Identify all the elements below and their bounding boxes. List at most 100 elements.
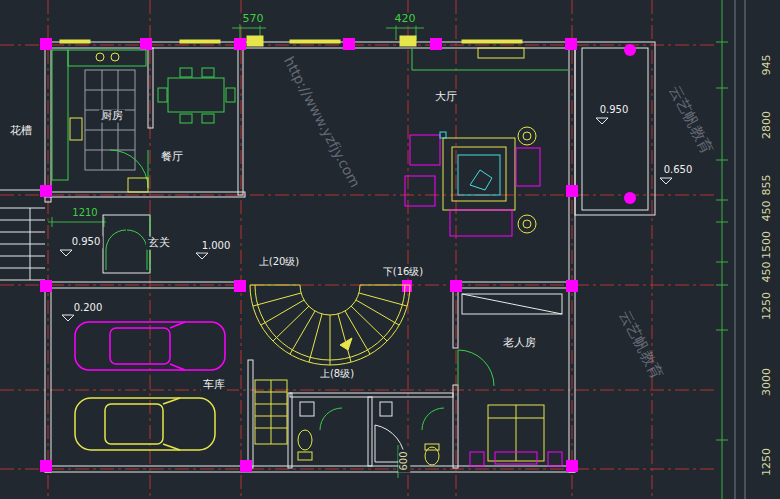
- walls-line: [0, 244, 45, 245]
- dimension-lines-line: [386, 28, 424, 29]
- stairs-line: [290, 311, 315, 354]
- windows-rect: [400, 36, 416, 46]
- dining-set-rect: [202, 68, 214, 77]
- dimension-lines-line: [716, 285, 728, 286]
- axis-lines-line: [0, 195, 715, 196]
- cars-rect: [75, 398, 215, 450]
- walls-line: [0, 208, 45, 209]
- level-markers-path: [660, 178, 672, 184]
- columns-rect: [140, 38, 152, 50]
- bedroom-furniture-rect: [488, 405, 544, 461]
- columns-circle: [624, 44, 636, 56]
- bathroom-fixtures-rect: [298, 452, 312, 460]
- walls-rect: [45, 466, 575, 472]
- walls-line: [0, 280, 45, 281]
- dimension-lines-line: [716, 42, 728, 43]
- living-furniture-rect: [405, 176, 435, 206]
- cars-rect: [110, 328, 170, 364]
- stair-note: 上(20级): [257, 256, 302, 268]
- entry-doors-line: [106, 250, 107, 270]
- columns-rect: [40, 38, 52, 50]
- columns-rect: [234, 38, 246, 50]
- stairs-line: [330, 315, 331, 365]
- stairs-rect: [255, 380, 287, 444]
- columns: [40, 38, 636, 472]
- columns-rect: [430, 38, 442, 50]
- dimension-lines-line: [716, 330, 728, 331]
- walls-rect: [248, 360, 253, 468]
- axis-lines: [0, 0, 715, 499]
- living-furniture-circle: [518, 127, 536, 145]
- living-furniture-rect: [452, 147, 506, 201]
- columns-rect: [566, 185, 578, 197]
- windows: [60, 36, 522, 46]
- dimension-text: 450: [761, 199, 774, 224]
- windows-rect: [180, 40, 220, 43]
- columns-rect: [240, 460, 252, 472]
- level-markers: [60, 118, 672, 321]
- bedroom-furniture-path: [458, 350, 494, 386]
- dining-set-rect: [180, 114, 192, 123]
- kitchen-fittings-circle: [96, 53, 104, 61]
- stairs-line: [356, 300, 399, 325]
- columns-rect: [234, 280, 246, 292]
- columns-rect: [566, 460, 578, 472]
- grey-lines-line: [745, 0, 746, 499]
- kitchen-fittings-rect: [52, 50, 68, 180]
- bathroom-fixtures-path: [422, 408, 444, 430]
- dimension-lines: [48, 0, 728, 499]
- columns-rect: [566, 280, 578, 292]
- columns-rect: [450, 280, 462, 292]
- kitchen-fittings: [52, 50, 148, 192]
- dining-set-rect: [158, 88, 167, 102]
- grey-lines: [735, 0, 745, 499]
- axis-lines-line: [572, 0, 573, 499]
- dimension-lines-line: [396, 24, 397, 40]
- dimension-text: 450: [761, 260, 774, 285]
- bathroom-fixtures-ellipse: [298, 430, 312, 450]
- walls-rect: [368, 397, 372, 466]
- windows-rect: [462, 40, 522, 43]
- dimension-lines-line: [716, 440, 728, 441]
- living-furniture-circle: [523, 220, 531, 228]
- bedroom-furniture-rect: [495, 452, 537, 464]
- stair-note: 下(16级): [381, 266, 426, 278]
- axis-lines-line: [652, 0, 653, 499]
- stairs-line: [351, 306, 387, 341]
- walls-rect: [238, 48, 243, 195]
- level-mark: 0.200: [72, 302, 105, 314]
- kitchen-fittings-rect: [128, 178, 148, 192]
- living-furniture-circle: [518, 215, 536, 233]
- dining-set: [158, 68, 235, 123]
- kitchen-fittings-circle: [111, 53, 119, 61]
- level-mark: 0.650: [662, 164, 695, 176]
- walls-rect: [290, 393, 453, 397]
- bedroom-furniture-line: [462, 294, 562, 314]
- dimension-text: 1210: [70, 207, 99, 219]
- windows-rect: [290, 40, 340, 43]
- bathroom-fixtures-path: [320, 408, 342, 430]
- dimension-text: 2800: [761, 109, 774, 141]
- dimension-lines-line: [716, 200, 728, 201]
- watermark: 云艺帆教育: [664, 81, 716, 159]
- dining-set-rect: [180, 68, 192, 77]
- walls-rect: [569, 282, 575, 472]
- stairs-line: [271, 380, 272, 444]
- entry-doors-line: [147, 250, 148, 270]
- dimension-lines-line: [104, 217, 105, 227]
- dining-set-rect: [202, 114, 214, 123]
- grey-lines-line: [735, 0, 736, 499]
- columns-rect: [40, 460, 52, 472]
- cars-line: [163, 398, 180, 404]
- level-mark: 0.950: [598, 104, 631, 116]
- entry-doors-path: [106, 230, 126, 250]
- cars-line: [170, 322, 185, 328]
- walls-rect: [453, 288, 458, 348]
- dining-set-rect: [168, 78, 224, 112]
- walls-rect: [453, 385, 458, 468]
- living-furniture-rect: [410, 135, 440, 165]
- room-label: 车库: [201, 379, 227, 392]
- stairs-line: [359, 293, 407, 306]
